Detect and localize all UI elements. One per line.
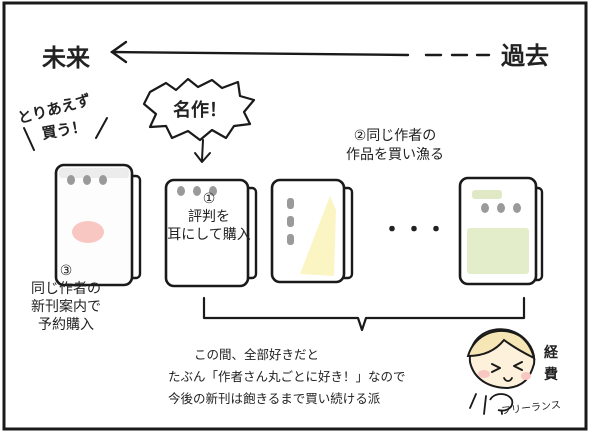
note-step1: ① 評判を 耳にして購入 (154, 190, 264, 244)
note-step3-line2: 同じ作者の (31, 281, 101, 297)
note-step3-line3: 新刊案内で (31, 299, 101, 315)
cover-blush (72, 221, 104, 243)
note-step2-line1: ②同じ作者の (353, 128, 437, 144)
note-step1-line3: 耳にして購入 (167, 227, 251, 243)
future-label: 未来 (42, 44, 91, 72)
book-first-purchase (164, 178, 258, 288)
past-label: 過去 (501, 42, 549, 70)
note-step3-line4: 予約購入 (38, 317, 94, 333)
book-oldest (458, 176, 544, 286)
expense-tag-2: 費 (544, 366, 558, 383)
caption: この間、全部好きだと たぶん「作者さん丸ごとに好き！」なので 今後の新刊は飽きる… (168, 344, 468, 410)
note-step1-line1: ① (202, 191, 216, 207)
note-step2: ②同じ作者の 作品を買い漁る (330, 127, 460, 165)
for-now-buy-line2: 買う！ (40, 117, 87, 143)
note-step3-line1: ③ (59, 263, 73, 279)
caption-line2: たぶん「作者さん丸ごとに好き！」なので (168, 369, 406, 384)
book-newest (54, 163, 142, 287)
masterpiece-label: 名作！ (173, 99, 227, 121)
note-step3: ③ 同じ作者の 新刊案内で 予約購入 (10, 262, 122, 334)
ellipsis-text: ・・・ (381, 218, 447, 243)
for-now-buy-label: とりあえず 買う！ (16, 91, 108, 151)
caption-line3: 今後の新刊は飽きるまで買い続ける派 (168, 391, 381, 406)
timeline-arrow (109, 40, 491, 64)
note-step2-line2: 作品を買い漁る (346, 147, 444, 163)
masterpiece-burst: 名作！ (142, 77, 256, 163)
book-second (270, 178, 354, 284)
author-avatar (466, 328, 536, 415)
bracket (202, 296, 526, 332)
note-step1-line2: 評判を (188, 209, 230, 225)
ellipsis-dots: ・・・ (381, 218, 447, 243)
expense-tag-1: 経 (544, 344, 559, 361)
caption-line1: この間、全部好きだと (194, 347, 320, 362)
